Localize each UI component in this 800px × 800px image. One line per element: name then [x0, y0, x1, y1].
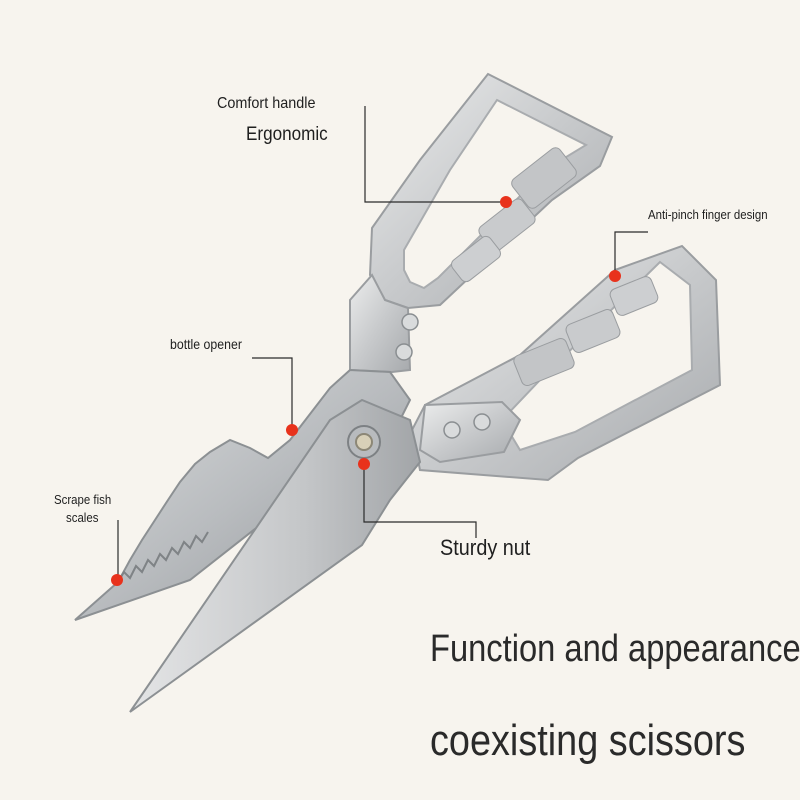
headline-line2: coexisting scissors: [430, 716, 746, 765]
callout-comfort-handle: Comfort handle: [217, 95, 316, 112]
headline-line1: Function and appearance: [430, 628, 800, 670]
marker-comfort-handle: [500, 196, 512, 208]
callout-scrape-fish-line1: Scrape fish: [54, 492, 112, 507]
upper-handle: [349, 72, 614, 374]
pivot-nut: [347, 425, 381, 459]
handle-screws: [395, 313, 491, 439]
callout-anti-pinch: Anti-pinch finger design: [648, 207, 768, 222]
straight-blade: [129, 398, 422, 713]
leader-lines: [117, 106, 648, 580]
marker-anti-pinch: [609, 270, 621, 282]
marker-scrape-fish: [111, 574, 123, 586]
callout-markers: [111, 196, 621, 586]
callout-ergonomic: Ergonomic: [246, 124, 328, 145]
marker-sturdy-nut: [358, 458, 370, 470]
marker-bottle-opener: [286, 424, 298, 436]
callout-sturdy-nut: Sturdy nut: [440, 535, 531, 560]
callout-bottle-opener: bottle opener: [170, 336, 242, 352]
callout-scrape-fish-line2: scales: [66, 510, 99, 525]
